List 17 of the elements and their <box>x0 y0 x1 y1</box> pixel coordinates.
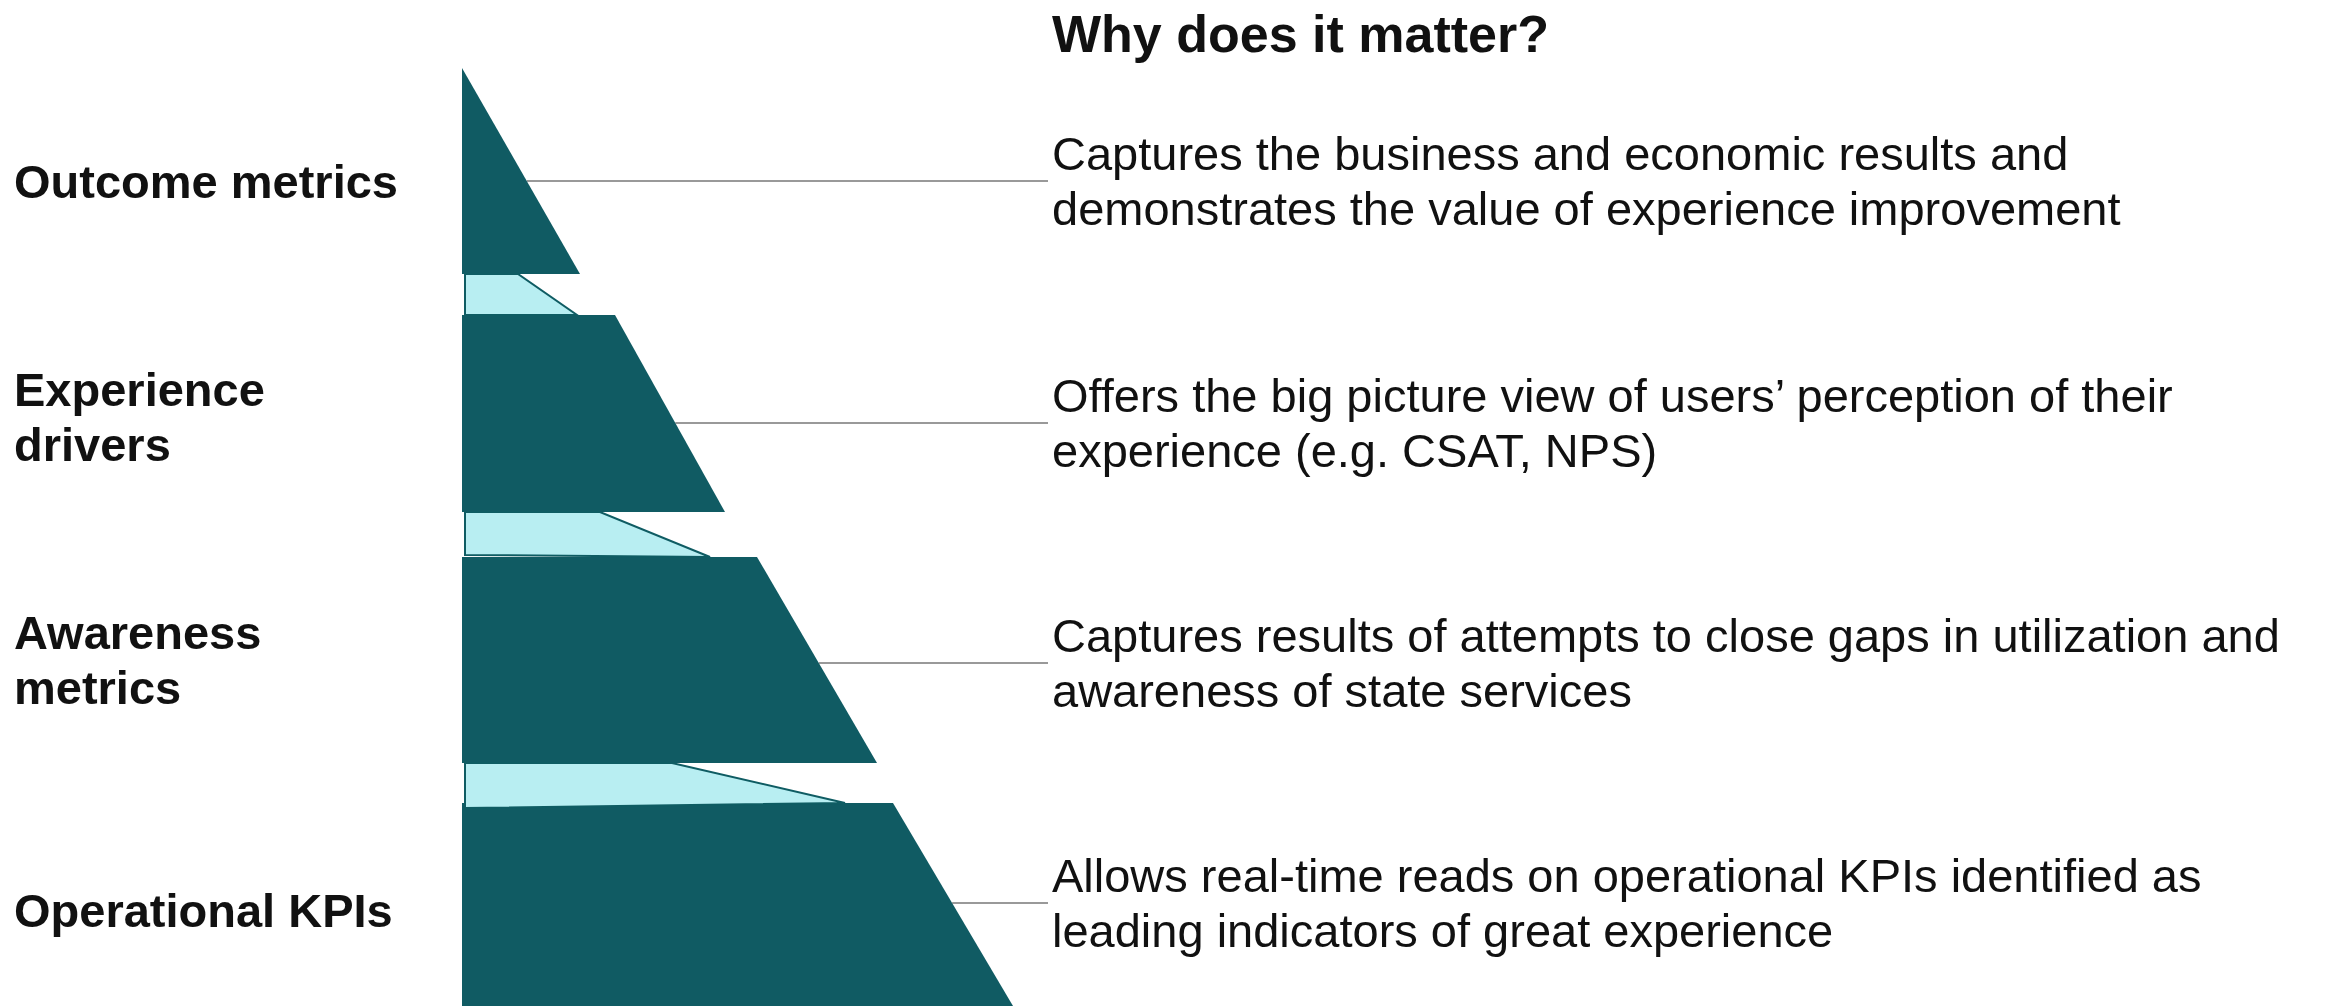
pyramid-layer <box>462 557 877 763</box>
description-text: Captures the business and economic results and demonstrates the value of experience improvement <box>1052 126 2327 236</box>
leader-line <box>951 902 1049 904</box>
leader-line <box>525 180 1049 182</box>
description-text: Allows real-time reads on operational KPIs identified as leading indicators of great experience <box>1052 848 2327 958</box>
layer-label: Outcome metrics <box>14 153 399 209</box>
leader-line <box>817 662 1049 664</box>
description-text: Captures results of attempts to close gaps in utilization and awareness of state services <box>1052 608 2327 718</box>
layer-label: Awareness metrics <box>14 605 263 715</box>
column-heading: Why does it matter? <box>1052 4 1549 64</box>
layer-label: Experience drivers <box>14 362 266 472</box>
layer-label: Operational KPIs <box>14 882 394 938</box>
description-text: Offers the big picture view of users’ perception of their experience (e.g. CSAT, NPS) <box>1052 368 2327 478</box>
pyramid-layer <box>462 315 725 512</box>
pyramid-layer <box>462 803 1013 1006</box>
leader-line <box>674 422 1049 424</box>
pyramid-layer <box>462 68 580 274</box>
